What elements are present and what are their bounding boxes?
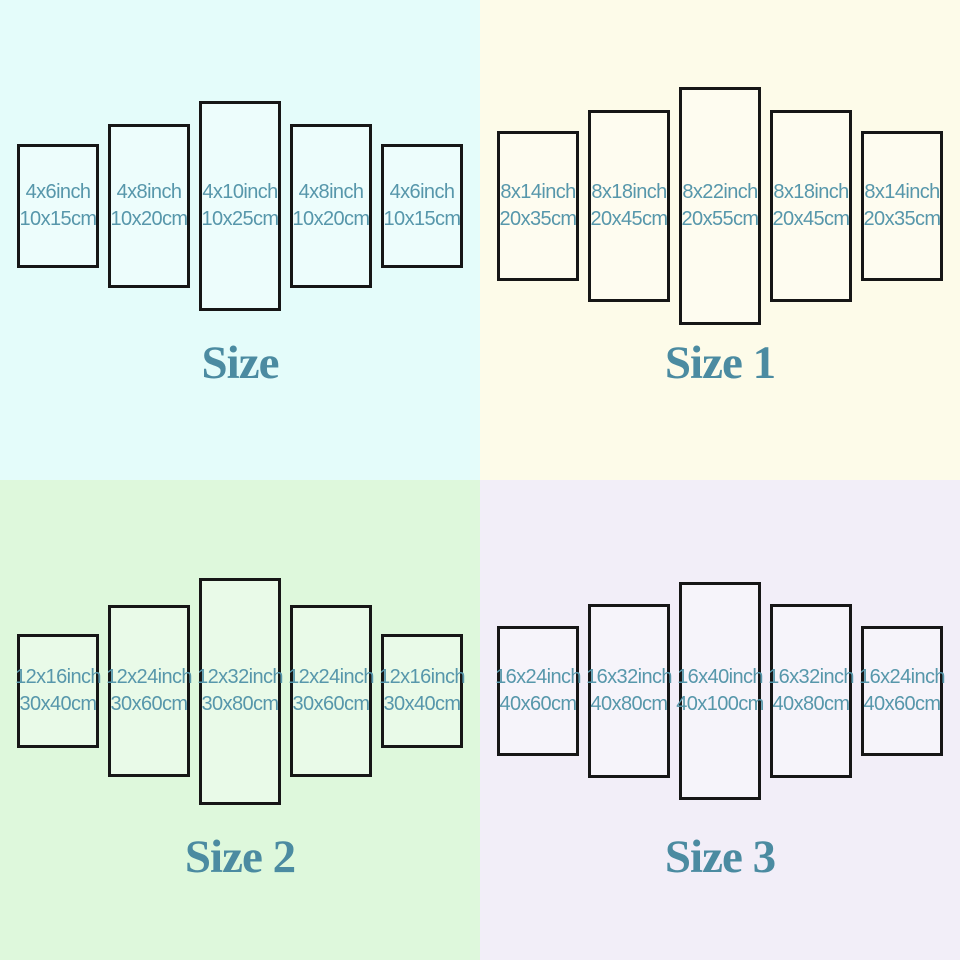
panel-size-label: 12x16inch 30x40cm [379, 664, 465, 718]
canvas-panel-5: 4x6inch 10x15cm [381, 144, 463, 268]
size-inch: 4x8inch [116, 181, 182, 203]
canvas-panel-1: 8x14inch 20x35cm [497, 131, 579, 281]
panel-size-label: 12x32inch 30x80cm [197, 664, 283, 718]
canvas-panel-2: 16x32inch 40x80cm [586, 604, 673, 778]
canvas-panel-4: 4x8inch 10x20cm [290, 124, 372, 288]
size-inch: 8x22inch [682, 181, 758, 203]
size-cm: 30x60cm [110, 693, 189, 715]
panel-size-label: 4x6inch 10x15cm [19, 179, 98, 233]
canvas-panel-5: 16x24inch 40x60cm [859, 626, 946, 756]
size-inch: 4x10inch [202, 181, 278, 203]
size-cm: 20x45cm [590, 208, 669, 230]
size-cm: 30x80cm [201, 693, 280, 715]
size-cm: 10x15cm [383, 208, 462, 230]
size-cm: 40x80cm [590, 693, 669, 715]
quadrant-size-2: 12x16inch 30x40cm 12x24inch 30x60cm 12x3… [0, 480, 480, 960]
panel-size-label: 16x32inch 40x80cm [586, 664, 672, 718]
size-cm: 10x25cm [201, 208, 280, 230]
size-cm: 10x20cm [110, 208, 189, 230]
panel-size-label: 16x24inch 40x60cm [859, 664, 945, 718]
size-inch: 16x32inch [586, 666, 672, 688]
size-inch: 12x16inch [15, 666, 101, 688]
size-inch: 4x8inch [298, 181, 364, 203]
canvas-panel-2: 8x18inch 20x45cm [588, 110, 670, 302]
panel-size-label: 4x8inch 10x20cm [292, 179, 371, 233]
size-inch: 4x6inch [25, 181, 91, 203]
size-group-title: Size [201, 337, 280, 389]
size-inch: 8x14inch [864, 181, 940, 203]
size-inch: 16x32inch [768, 666, 854, 688]
size-inch: 12x24inch [288, 666, 374, 688]
size-cm: 30x40cm [19, 693, 98, 715]
size-cm: 40x80cm [772, 693, 851, 715]
panel-group: 4x6inch 10x15cm 4x8inch 10x20cm 4x10inch… [0, 0, 480, 412]
canvas-panel-1: 4x6inch 10x15cm [17, 144, 99, 268]
panel-size-label: 4x10inch 10x25cm [201, 179, 280, 233]
canvas-panel-5: 12x16inch 30x40cm [379, 634, 466, 748]
size-cm: 10x20cm [292, 208, 371, 230]
canvas-panel-5: 8x14inch 20x35cm [861, 131, 943, 281]
size-inch: 12x32inch [197, 666, 283, 688]
panel-size-label: 12x24inch 30x60cm [288, 664, 374, 718]
canvas-panel-3: 12x32inch 30x80cm [197, 577, 284, 805]
canvas-panel-2: 4x8inch 10x20cm [108, 124, 190, 288]
size-cm: 20x45cm [772, 208, 851, 230]
panel-group: 16x24inch 40x60cm 16x32inch 40x80cm 16x4… [480, 480, 960, 902]
quadrant-size-1: 8x14inch 20x35cm 8x18inch 20x45cm 8x22in… [480, 0, 960, 480]
size-inch: 8x14inch [500, 181, 576, 203]
size-cm: 10x15cm [19, 208, 98, 230]
panel-size-label: 8x18inch 20x45cm [772, 179, 851, 233]
canvas-panel-2: 12x24inch 30x60cm [106, 605, 193, 777]
panel-size-label: 8x18inch 20x45cm [590, 179, 669, 233]
panel-group: 8x14inch 20x35cm 8x18inch 20x45cm 8x22in… [480, 0, 960, 412]
quadrant-size: 4x6inch 10x15cm 4x8inch 10x20cm 4x10inch… [0, 0, 480, 480]
canvas-panel-3: 8x22inch 20x55cm [679, 87, 761, 325]
size-inch: 16x40inch [677, 666, 763, 688]
canvas-panel-1: 16x24inch 40x60cm [495, 626, 582, 756]
panel-group: 12x16inch 30x40cm 12x24inch 30x60cm 12x3… [0, 480, 480, 902]
size-cm: 20x35cm [499, 208, 578, 230]
size-cm: 30x60cm [292, 693, 371, 715]
panel-size-label: 12x16inch 30x40cm [15, 664, 101, 718]
panel-size-label: 8x14inch 20x35cm [499, 179, 578, 233]
panel-size-label: 12x24inch 30x60cm [106, 664, 192, 718]
size-inch: 12x24inch [106, 666, 192, 688]
size-cm: 40x60cm [863, 693, 942, 715]
panel-size-label: 16x32inch 40x80cm [768, 664, 854, 718]
canvas-panel-1: 12x16inch 30x40cm [15, 634, 102, 748]
canvas-panel-4: 12x24inch 30x60cm [288, 605, 375, 777]
size-cm: 20x55cm [681, 208, 760, 230]
size-cm: 40x100cm [676, 693, 764, 715]
size-inch: 8x18inch [773, 181, 849, 203]
size-group-title: Size 2 [184, 831, 296, 883]
canvas-panel-4: 16x32inch 40x80cm [768, 604, 855, 778]
canvas-panel-4: 8x18inch 20x45cm [770, 110, 852, 302]
quadrant-size-3: 16x24inch 40x60cm 16x32inch 40x80cm 16x4… [480, 480, 960, 960]
panel-size-label: 4x8inch 10x20cm [110, 179, 189, 233]
size-inch: 12x16inch [379, 666, 465, 688]
canvas-panel-3: 4x10inch 10x25cm [199, 101, 281, 311]
size-cm: 40x60cm [499, 693, 578, 715]
panel-size-label: 8x22inch 20x55cm [681, 179, 760, 233]
panel-size-label: 8x14inch 20x35cm [863, 179, 942, 233]
size-cm: 20x35cm [863, 208, 942, 230]
size-group-title: Size 3 [664, 831, 776, 883]
panel-size-label: 16x40inch 40x100cm [676, 664, 764, 718]
size-inch: 16x24inch [495, 666, 581, 688]
size-inch: 8x18inch [591, 181, 667, 203]
size-group-title: Size 1 [664, 337, 776, 389]
panel-size-label: 4x6inch 10x15cm [383, 179, 462, 233]
size-cm: 30x40cm [383, 693, 462, 715]
panel-size-label: 16x24inch 40x60cm [495, 664, 581, 718]
canvas-panel-3: 16x40inch 40x100cm [676, 582, 764, 800]
size-inch: 16x24inch [859, 666, 945, 688]
size-inch: 4x6inch [389, 181, 455, 203]
